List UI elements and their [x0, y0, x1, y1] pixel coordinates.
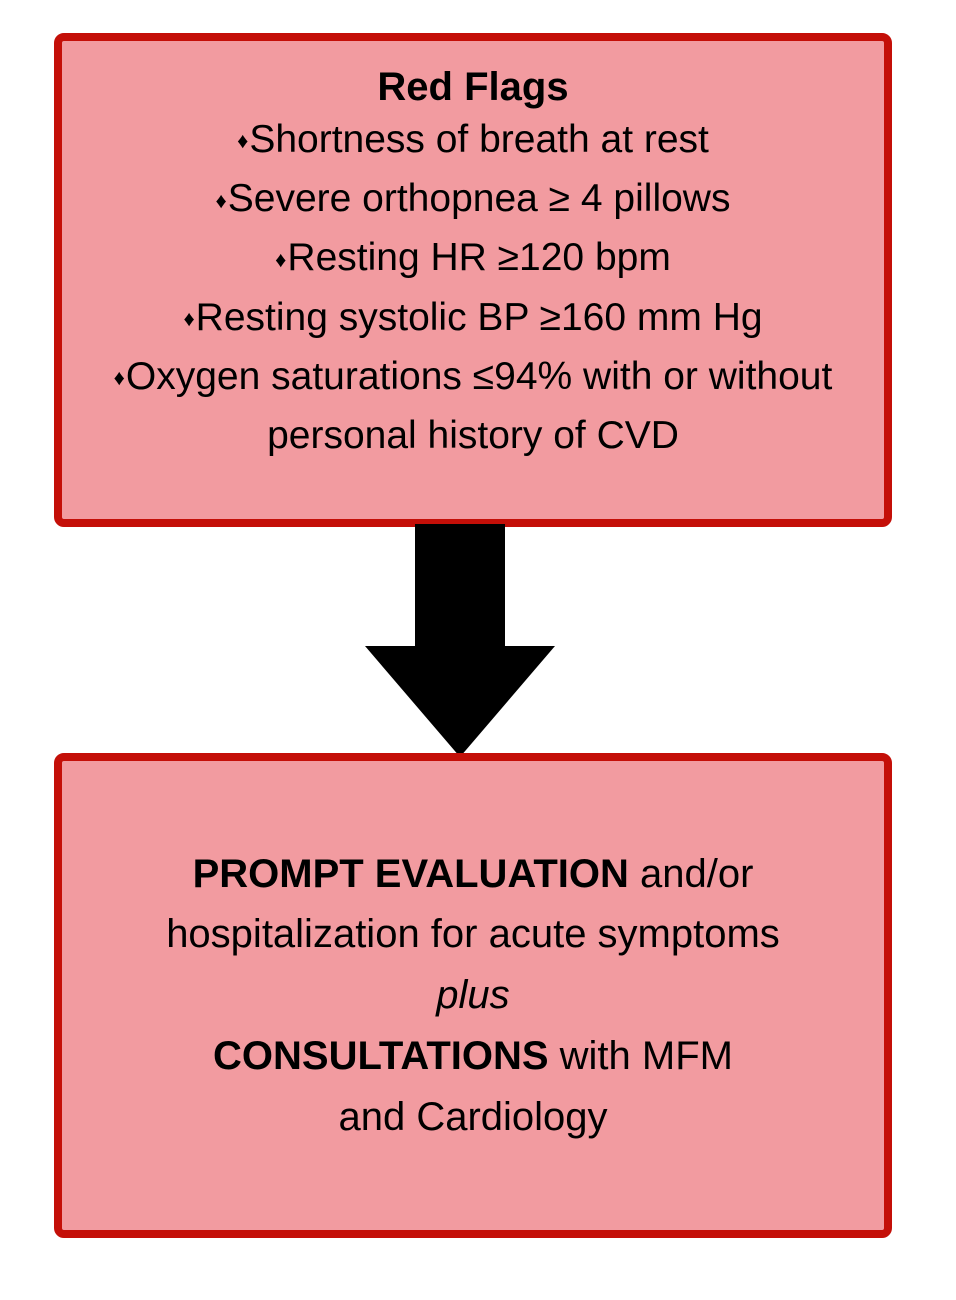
list-item: ♦Severe orthopnea ≥ 4 pillows	[62, 169, 884, 228]
action-line-1-normal: and/or	[628, 851, 754, 896]
action-line-1-strong: PROMPT EVALUATION	[192, 851, 629, 896]
list-item: ♦Resting HR ≥120 bpm	[62, 228, 884, 287]
action-line-5: and Cardiology	[338, 1094, 608, 1139]
list-item-label: Oxygen saturations ≤94% with or without …	[125, 354, 833, 458]
red-flags-box: Red Flags ♦Shortness of breath at rest ♦…	[54, 33, 892, 527]
diamond-bullet-icon: ♦	[183, 306, 195, 332]
red-flags-title: Red Flags	[377, 65, 569, 109]
action-line-3-plus: plus	[436, 973, 510, 1018]
list-item-label: Resting systolic BP ≥160 mm Hg	[195, 295, 763, 339]
diamond-bullet-icon: ♦	[215, 187, 227, 213]
diamond-bullet-icon: ♦	[275, 246, 287, 272]
list-item-label: Severe orthopnea ≥ 4 pillows	[227, 177, 731, 221]
list-item-label: Resting HR ≥120 bpm	[287, 236, 671, 280]
action-line-4-strong: CONSULTATIONS	[213, 1033, 549, 1078]
down-arrow-icon	[364, 524, 556, 758]
action-text-block: PROMPT EVALUATION and/or hospitalization…	[88, 844, 858, 1148]
list-item: ♦Resting systolic BP ≥160 mm Hg	[62, 288, 884, 347]
action-line-4-normal: with MFM	[548, 1033, 733, 1078]
red-flags-list: ♦Shortness of breath at rest ♦Severe ort…	[62, 110, 884, 466]
action-line-4: CONSULTATIONS with MFM	[88, 1026, 858, 1087]
prompt-evaluation-box: PROMPT EVALUATION and/or hospitalization…	[54, 753, 892, 1238]
action-line-1: PROMPT EVALUATION and/or	[88, 844, 858, 905]
list-item: ♦Shortness of breath at rest	[62, 110, 884, 169]
action-line-2: hospitalization for acute symptoms	[166, 912, 780, 957]
list-item: ♦Oxygen saturations ≤94% with or without…	[62, 347, 884, 466]
list-item-label: Shortness of breath at rest	[249, 117, 709, 161]
diamond-bullet-icon: ♦	[237, 128, 249, 154]
diamond-bullet-icon: ♦	[113, 365, 125, 391]
